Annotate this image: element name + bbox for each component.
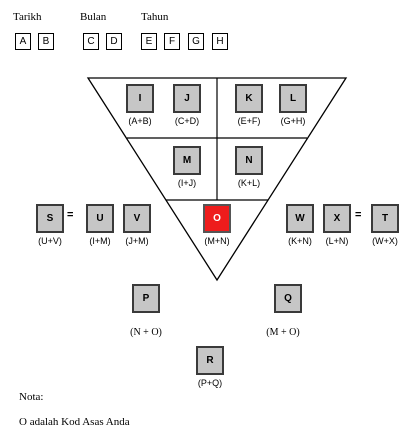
formula-u: (I+M) [89, 236, 111, 246]
note-title: Nota: [19, 391, 44, 403]
cell-o-base-code: O [203, 204, 231, 233]
cell-m: M [173, 146, 201, 175]
formula-t: (W+X) [372, 236, 398, 246]
cell-v: V [123, 204, 151, 233]
cell-t: T [371, 204, 399, 233]
cell-k: K [235, 84, 263, 113]
input-box-c[interactable]: C [83, 33, 99, 50]
label-bulan: Bulan [80, 11, 107, 23]
formula-m: (I+J) [177, 178, 197, 188]
formula-q: (M + O) [266, 327, 300, 338]
cell-p: P [132, 284, 160, 313]
input-box-b[interactable]: B [38, 33, 54, 50]
formula-w: (K+N) [288, 236, 312, 246]
cell-l: L [279, 84, 307, 113]
input-box-f[interactable]: F [164, 33, 180, 50]
cell-i: I [126, 84, 154, 113]
label-tarikh: Tarikh [13, 11, 42, 23]
cell-s: S [36, 204, 64, 233]
cell-n: N [235, 146, 263, 175]
cell-u: U [86, 204, 114, 233]
input-box-d[interactable]: D [106, 33, 122, 50]
equals-sign-right: = [355, 209, 362, 221]
note-text: O adalah Kod Asas Anda [19, 416, 130, 428]
formula-v: (J+M) [125, 236, 149, 246]
formula-x: (L+N) [325, 236, 349, 246]
cell-r: R [196, 346, 224, 375]
formula-j: (C+D) [174, 116, 200, 126]
formula-l: (G+H) [280, 116, 306, 126]
formula-r: (P+Q) [197, 378, 223, 388]
label-tahun: Tahun [141, 11, 169, 23]
input-box-a[interactable]: A [15, 33, 31, 50]
formula-s: (U+V) [38, 236, 62, 246]
cell-w: W [286, 204, 314, 233]
formula-n: (K+L) [237, 178, 261, 188]
cell-q: Q [274, 284, 302, 313]
equals-sign-left: = [67, 209, 74, 221]
formula-o: (M+N) [204, 236, 230, 246]
input-box-g[interactable]: G [188, 33, 204, 50]
cell-x: X [323, 204, 351, 233]
formula-k: (E+F) [237, 116, 261, 126]
cell-j: J [173, 84, 201, 113]
formula-p: (N + O) [130, 327, 162, 338]
input-box-h[interactable]: H [212, 33, 228, 50]
input-box-e[interactable]: E [141, 33, 157, 50]
formula-i: (A+B) [128, 116, 152, 126]
